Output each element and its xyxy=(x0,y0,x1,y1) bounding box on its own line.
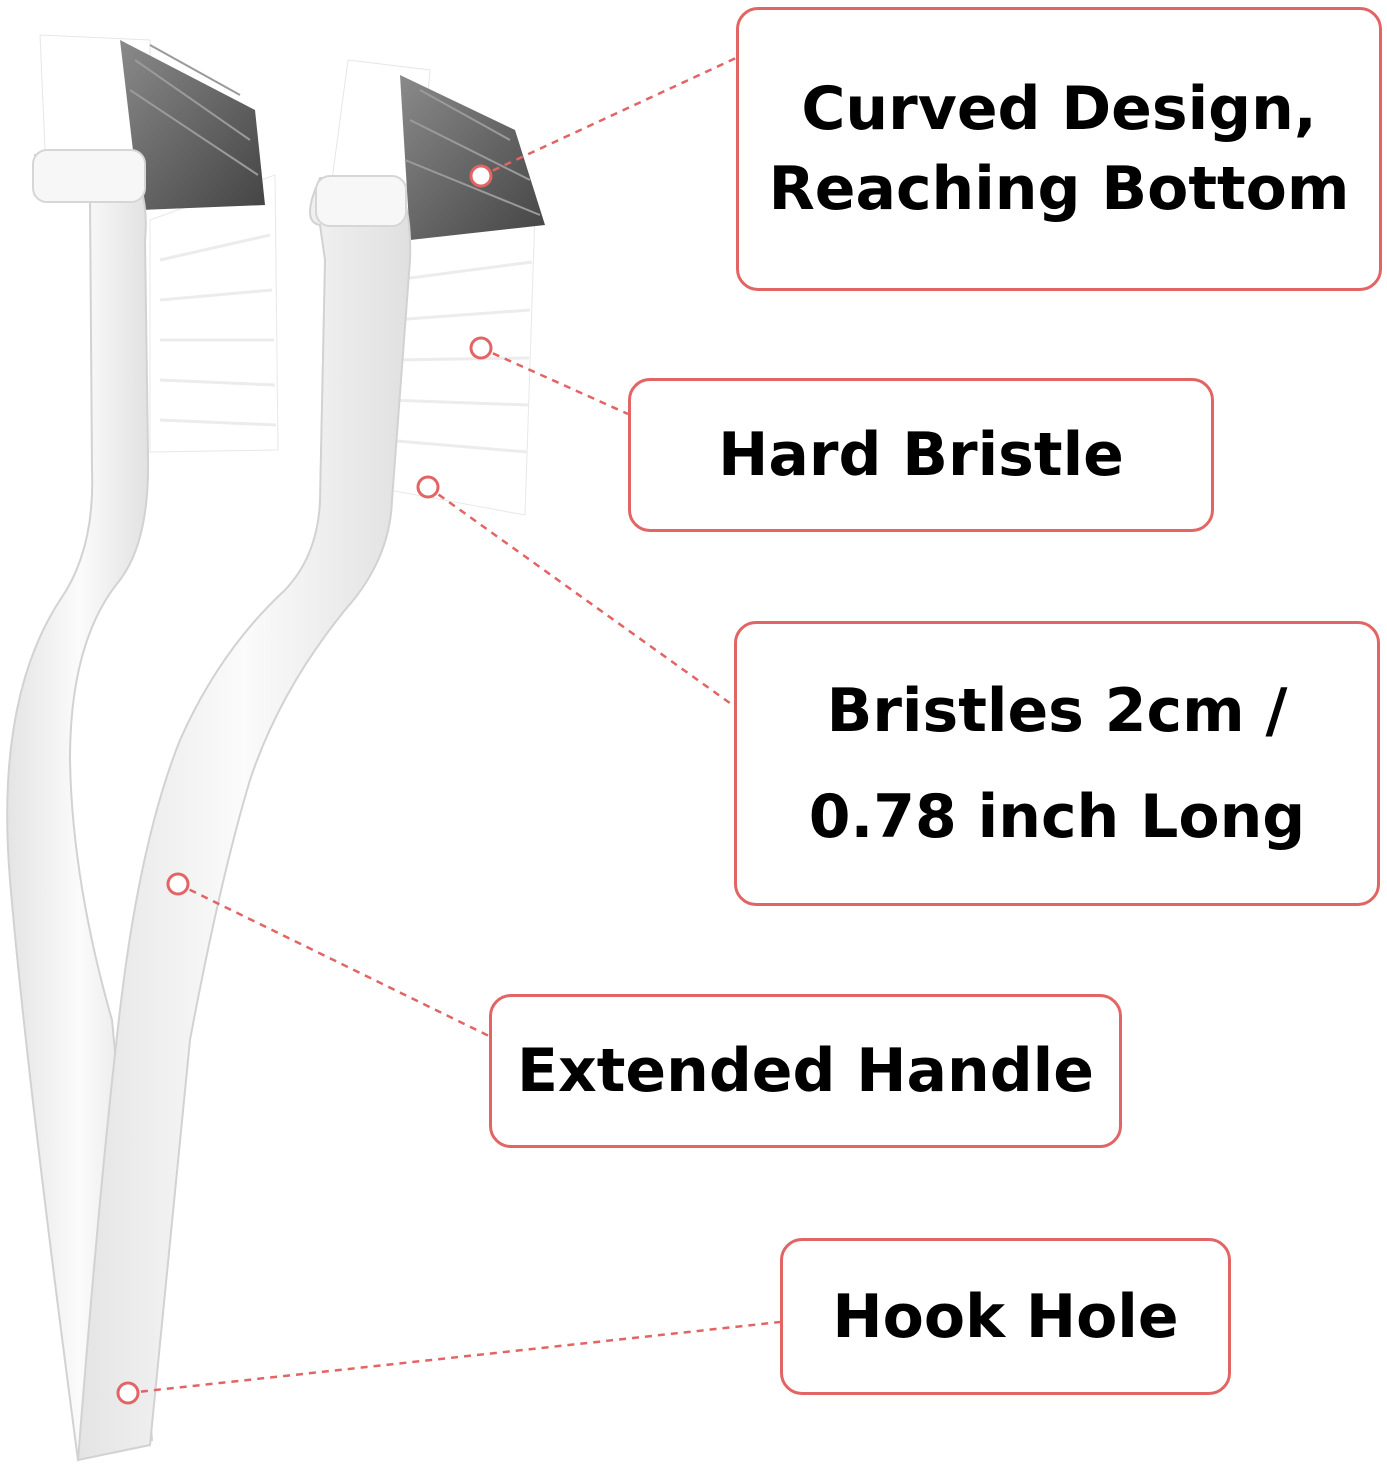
callout-curved-design-text: Curved Design, Reaching Bottom xyxy=(768,74,1350,224)
brush-left-head-cap xyxy=(32,149,146,203)
brush-right-bristles xyxy=(331,59,545,516)
callout-curved-design: Curved Design, Reaching Bottom xyxy=(736,7,1382,291)
callout-bristle-length-text: Bristles 2cm / 0.78 inch Long xyxy=(808,675,1306,852)
brush-right xyxy=(76,59,545,1462)
brush-right-handle xyxy=(76,177,412,1462)
marker-hard-bristle xyxy=(469,336,493,360)
callout-bristle-length: Bristles 2cm / 0.78 inch Long xyxy=(734,621,1380,906)
callout-hard-bristle-text: Hard Bristle xyxy=(718,420,1124,490)
callout-hook-hole: Hook Hole xyxy=(780,1238,1231,1395)
leader-line-bristle-length xyxy=(427,485,735,708)
callout-extended-handle-text: Extended Handle xyxy=(517,1036,1094,1106)
callout-hard-bristle: Hard Bristle xyxy=(628,378,1214,532)
leader-line-hard-bristle xyxy=(480,346,629,416)
brush-left-bristles xyxy=(39,34,279,453)
callout-hook-hole-text: Hook Hole xyxy=(832,1281,1179,1352)
leader-line-extended-handle xyxy=(177,882,490,1038)
marker-bristle-length xyxy=(416,475,440,499)
marker-extended-handle xyxy=(166,872,190,896)
brush-right-head-cap xyxy=(315,175,407,227)
leader-line-hook-hole xyxy=(127,1320,781,1395)
marker-hook-hole xyxy=(116,1381,140,1405)
leader-line-curved-design xyxy=(480,56,737,178)
marker-curved-design xyxy=(469,164,493,188)
callout-extended-handle: Extended Handle xyxy=(489,994,1122,1148)
